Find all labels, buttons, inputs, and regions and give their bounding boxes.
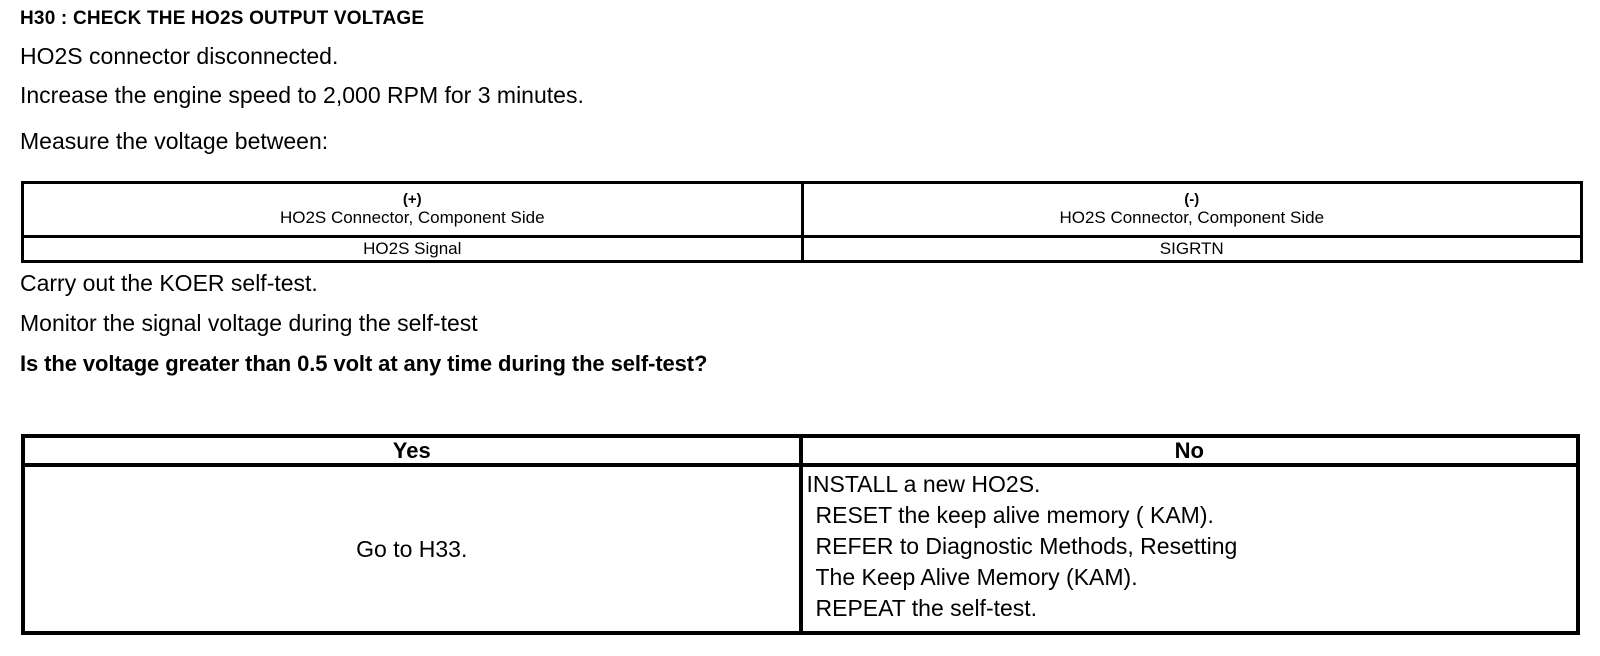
decision-yes-header-cell: Yes <box>21 434 803 467</box>
positive-polarity-label: (+) <box>402 190 422 208</box>
measurement-negative-terminal-cell: SIGRTN <box>800 235 1583 263</box>
measurement-positive-header-cell: (+) HO2S Connector, Component Side <box>21 181 804 238</box>
measurement-table: (+) HO2S Connector, Component Side (-) H… <box>21 181 1583 263</box>
table-row: HO2S Signal SIGRTN <box>21 235 1583 263</box>
table-row: Yes No <box>21 434 1580 467</box>
no-action-list: INSTALL a new HO2S. RESET the keep alive… <box>807 469 1577 624</box>
table-row: (+) HO2S Connector, Component Side (-) H… <box>21 181 1583 238</box>
decision-no-action-cell: INSTALL a new HO2S. RESET the keep alive… <box>798 463 1580 635</box>
list-item: The Keep Alive Memory (KAM). <box>815 564 1138 590</box>
instruction-line-2: Increase the engine speed to 2,000 RPM f… <box>20 82 584 108</box>
yes-header-label: Yes <box>392 437 431 463</box>
measurement-negative-header-cell: (-) HO2S Connector, Component Side <box>800 181 1583 238</box>
no-header-label: No <box>1174 437 1204 463</box>
post-instruction-line-2: Monitor the signal voltage during the se… <box>20 310 478 336</box>
decision-table: Yes No Go to H33. INSTALL a new HO2S. RE… <box>21 434 1580 635</box>
list-item: RESET the keep alive memory ( KAM). <box>815 502 1214 528</box>
decision-question: Is the voltage greater than 0.5 volt at … <box>20 351 708 376</box>
positive-location-label: HO2S Connector, Component Side <box>279 207 545 227</box>
positive-terminal-label: HO2S Signal <box>363 238 462 258</box>
table-row: Go to H33. INSTALL a new HO2S. RESET the… <box>21 463 1580 635</box>
post-instruction-line-1: Carry out the KOER self-test. <box>20 270 318 296</box>
list-item: INSTALL a new HO2S. <box>806 471 1041 497</box>
instruction-line-3: Measure the voltage between: <box>20 128 329 154</box>
list-item: REPEAT the self-test. <box>815 595 1038 621</box>
decision-yes-action-cell: Go to H33. <box>21 463 803 635</box>
negative-terminal-label: SIGRTN <box>1159 238 1224 258</box>
measurement-positive-terminal-cell: HO2S Signal <box>21 235 804 263</box>
negative-location-label: HO2S Connector, Component Side <box>1059 207 1325 227</box>
decision-no-header-cell: No <box>798 434 1580 467</box>
page-title: H30 : CHECK THE HO2S OUTPUT VOLTAGE <box>20 8 425 29</box>
yes-action-label: Go to H33. <box>356 536 468 562</box>
list-item: REFER to Diagnostic Methods, Resetting <box>815 533 1238 559</box>
instruction-line-1: HO2S connector disconnected. <box>20 43 339 69</box>
negative-polarity-label: (-) <box>1184 190 1200 208</box>
